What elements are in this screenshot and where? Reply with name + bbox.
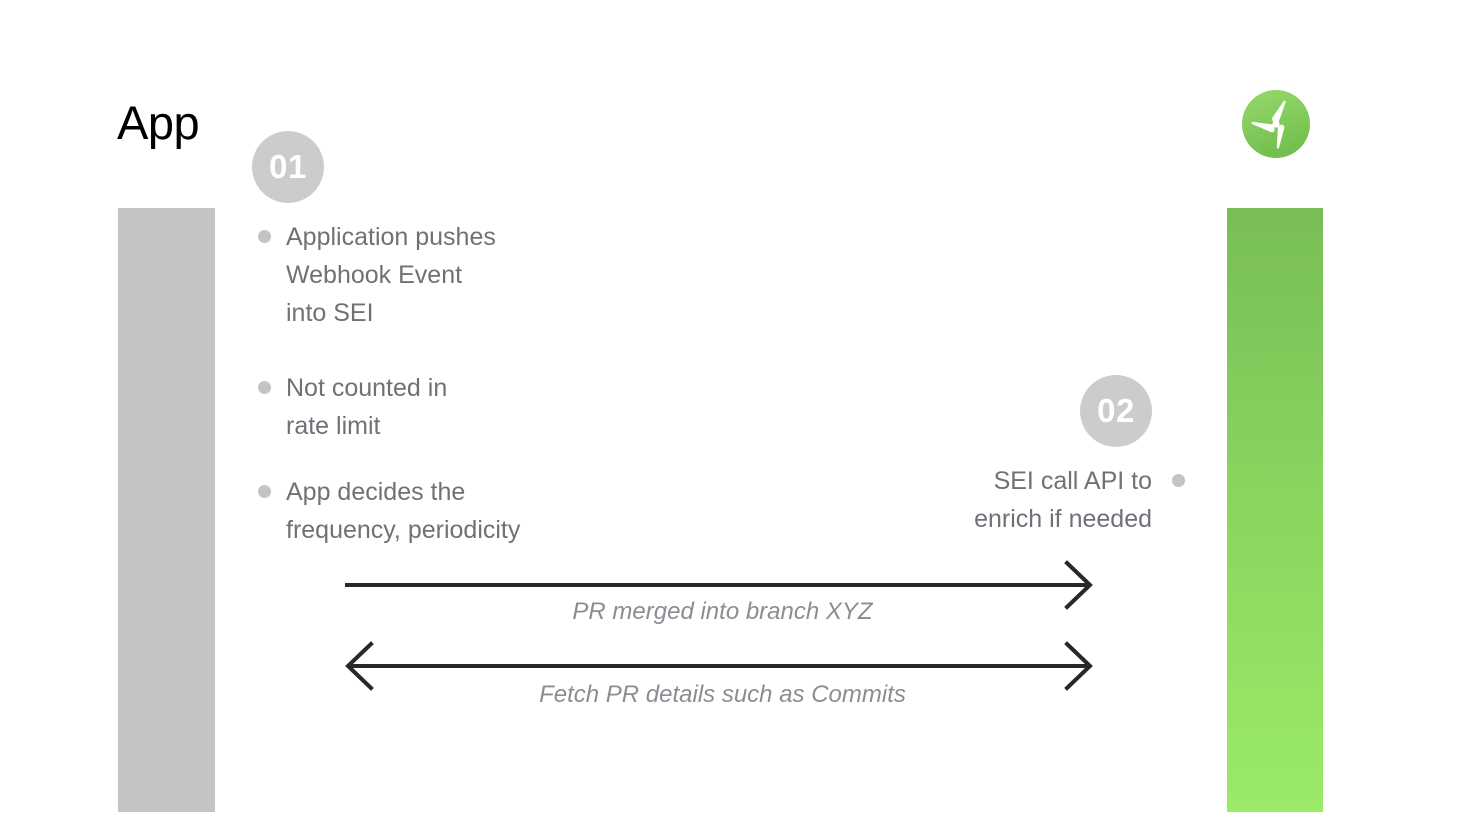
bullet-text: SEI call API to enrich if needed bbox=[974, 467, 1152, 533]
arrow-fetch-pr-details bbox=[345, 641, 1093, 691]
page-title: App bbox=[117, 96, 200, 149]
list-item: SEI call API to enrich if needed bbox=[760, 462, 1185, 538]
step-badge-02: 02 bbox=[1080, 375, 1152, 447]
list-item: App decides the frequency, periodicity bbox=[253, 473, 673, 549]
lane-app-left bbox=[118, 208, 215, 812]
bullet-group-left-2: Not counted in rate limit App decides th… bbox=[253, 369, 673, 549]
step-badge-01: 01 bbox=[252, 131, 324, 203]
bullet-dot-icon bbox=[258, 485, 271, 498]
bullet-group-right-1: SEI call API to enrich if needed bbox=[760, 462, 1185, 538]
arrow-label-2: Fetch PR details such as Commits bbox=[539, 681, 906, 708]
list-item: Application pushes Webhook Event into SE… bbox=[253, 218, 673, 332]
list-item: Not counted in rate limit bbox=[253, 369, 673, 445]
bullet-dot-icon bbox=[258, 381, 271, 394]
arrow-label-1: PR merged into branch XYZ bbox=[572, 598, 873, 625]
message-arrows: PR merged into branch XYZ Fetch PR detai… bbox=[345, 558, 1100, 718]
bullet-dot-icon bbox=[258, 230, 271, 243]
bullet-text: Not counted in rate limit bbox=[286, 374, 448, 440]
bullet-text: App decides the frequency, periodicity bbox=[286, 478, 521, 544]
arrow-pr-merged bbox=[345, 560, 1093, 610]
bullet-text: Application pushes Webhook Event into SE… bbox=[286, 223, 496, 327]
bullet-dot-icon bbox=[1172, 474, 1185, 487]
bullet-group-left-1: Application pushes Webhook Event into SE… bbox=[253, 218, 673, 332]
propeller-logo-icon bbox=[1241, 89, 1311, 159]
lane-sei-right bbox=[1227, 208, 1323, 812]
